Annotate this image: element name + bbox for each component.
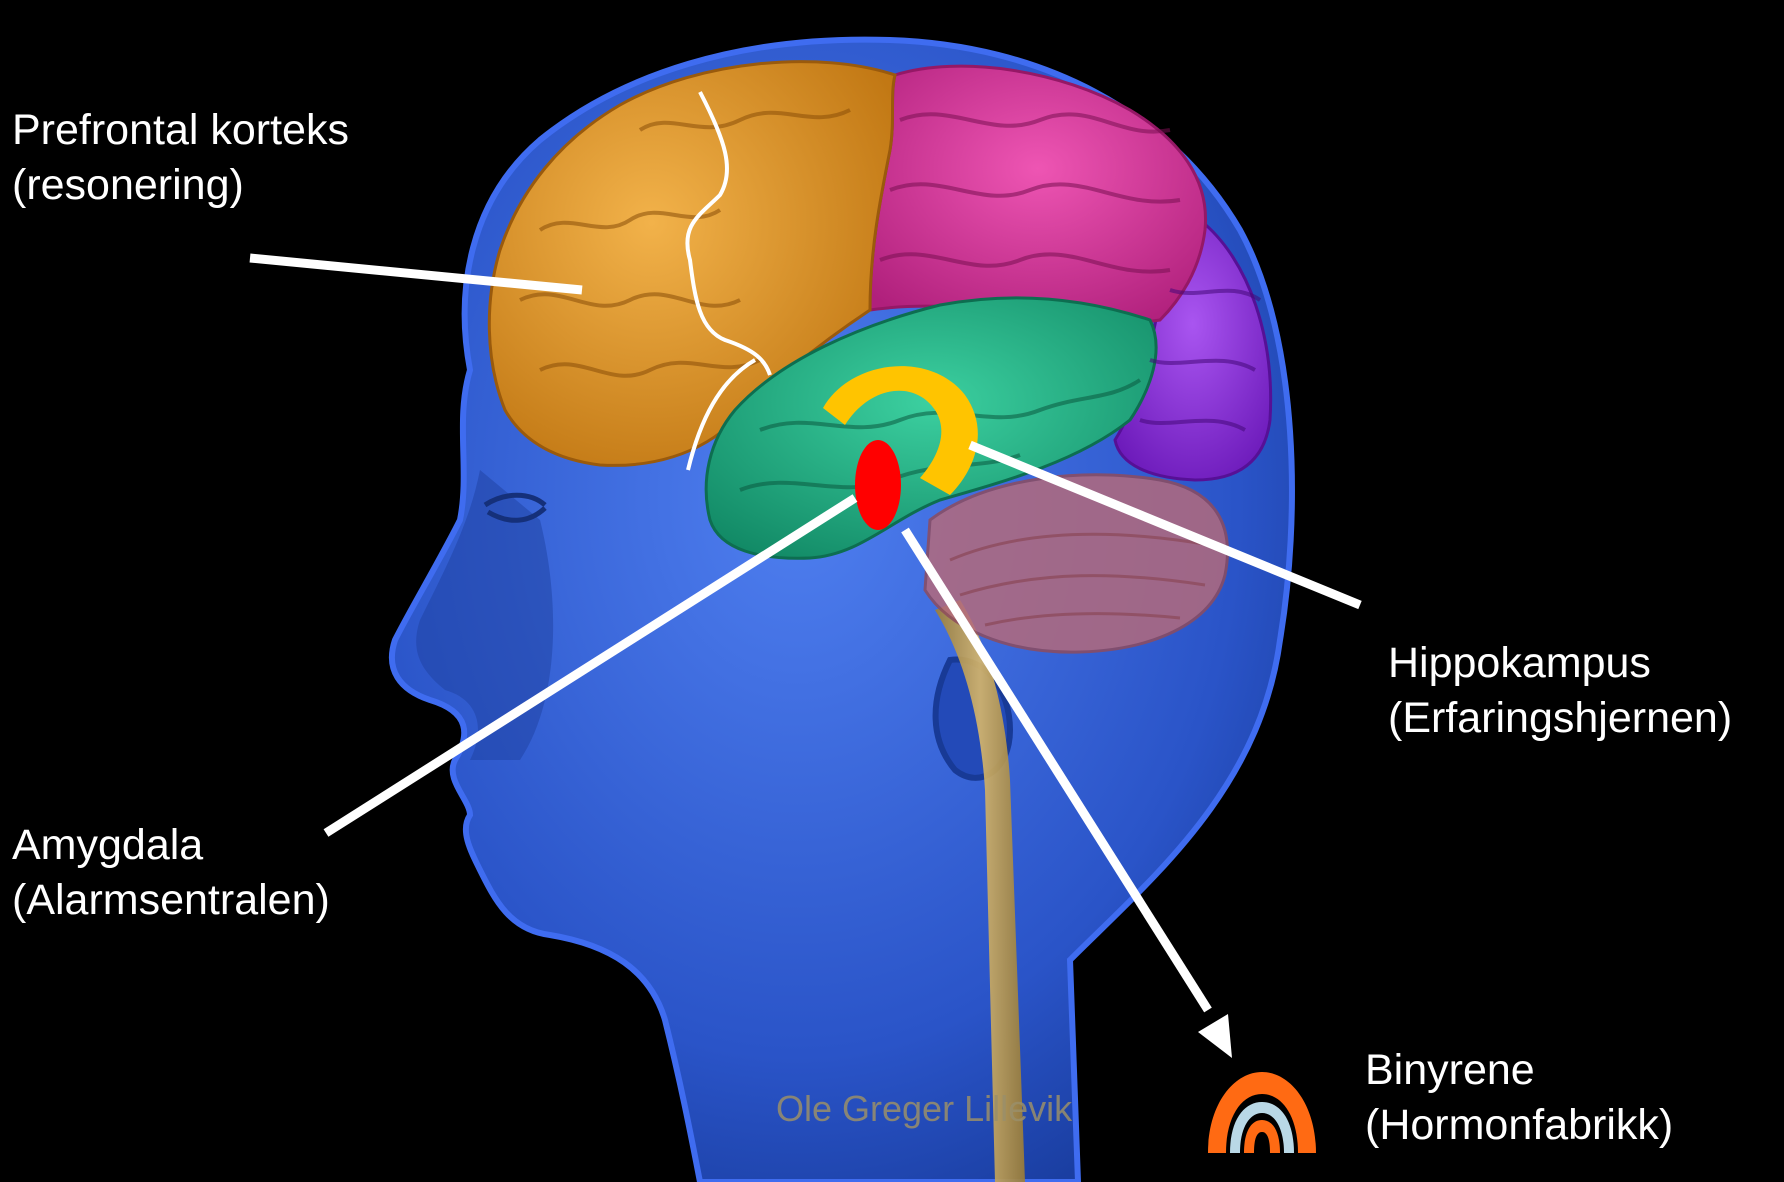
label-amygdala-note: (Alarmsentralen): [12, 873, 330, 928]
label-prefrontal-name: Prefrontal korteks: [12, 103, 349, 158]
label-adrenal-name: Binyrene: [1365, 1043, 1673, 1098]
label-prefrontal: Prefrontal korteks (resonering): [12, 103, 349, 213]
adrenal-gland-icon: [1208, 1072, 1316, 1153]
label-adrenal-note: (Hormonfabrikk): [1365, 1098, 1673, 1153]
amygdala-marker: [855, 440, 901, 530]
parietal-lobe: [870, 66, 1206, 322]
label-amygdala-name: Amygdala: [12, 818, 330, 873]
label-adrenal: Binyrene (Hormonfabrikk): [1365, 1043, 1673, 1153]
label-hippocampus-name: Hippokampus: [1388, 636, 1732, 691]
arrowhead-icon: [1198, 1014, 1232, 1058]
label-hippocampus: Hippokampus (Erfaringshjernen): [1388, 636, 1732, 746]
label-prefrontal-note: (resonering): [12, 158, 349, 213]
credit-text: Ole Greger Lillevik: [776, 1088, 1072, 1130]
label-amygdala: Amygdala (Alarmsentralen): [12, 818, 330, 928]
label-hippocampus-note: (Erfaringshjernen): [1388, 691, 1732, 746]
